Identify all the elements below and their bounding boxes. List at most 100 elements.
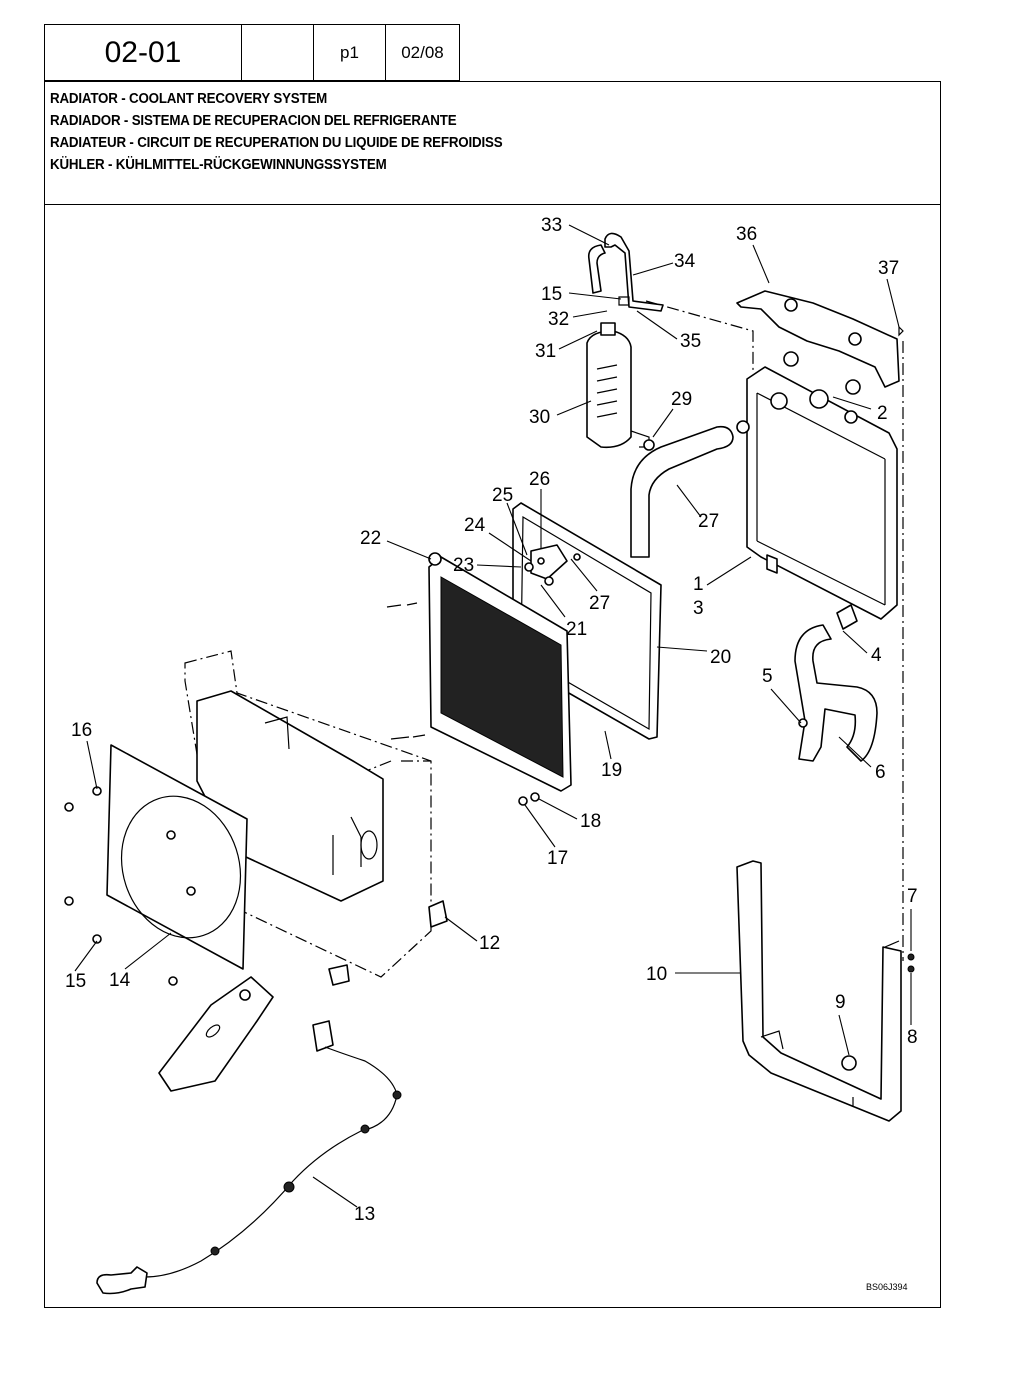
coolant-reservoir	[586, 330, 632, 449]
bolt-21	[544, 576, 554, 586]
callout-33: 33	[541, 215, 562, 236]
lower-bracket-hole-2	[239, 989, 251, 1001]
callout-21: 21	[566, 619, 587, 640]
bolt-27b	[573, 553, 581, 561]
callout-6: 6	[875, 762, 886, 783]
revision-date: 02/08	[401, 42, 444, 62]
shroud-opening	[360, 830, 378, 860]
callout-20: 20	[710, 647, 731, 668]
callout-13: 13	[354, 1204, 375, 1225]
fitting-15-upper	[618, 296, 630, 306]
exploded-diagram: 33 36 34 37 15 32 35 31 2 29 30 26 27 25…	[64, 215, 918, 1295]
callout-22: 22	[360, 528, 381, 549]
shroud-detail	[264, 716, 362, 875]
radiator-body	[746, 366, 898, 620]
callout-10: 10	[646, 964, 667, 985]
fitting-mid-tube	[312, 1020, 334, 1052]
callout-29: 29	[671, 389, 692, 410]
title-spanish: RADIADOR - SISTEMA DE RECUPERACION DEL R…	[50, 113, 457, 129]
date-cell: 02/08	[385, 24, 460, 81]
alignment-line-top	[645, 300, 754, 371]
title-french: RADIATEUR - CIRCUIT DE RECUPERATION DU L…	[50, 135, 503, 151]
bolt-left-lower	[390, 734, 426, 740]
radiator-core-lines	[756, 392, 886, 606]
radiator-side-port	[736, 420, 750, 434]
callout-19: 19	[601, 760, 622, 781]
fitting-22	[428, 552, 442, 566]
exploded-diagram-frame: 33 36 34 37 15 32 35 31 2 29 30 26 27 25…	[44, 204, 941, 1308]
radiator-cap	[809, 389, 829, 409]
callout-26: 26	[529, 469, 550, 490]
callout-23: 23	[453, 555, 474, 576]
fitting-upper-tube	[328, 964, 350, 986]
reservoir-slots	[596, 364, 618, 418]
title-box: RADIATOR - COOLANT RECOVERY SYSTEM RADIA…	[44, 81, 941, 205]
callout-12: 12	[479, 933, 500, 954]
fan-ring-opening	[120, 795, 242, 939]
bolt-17	[518, 796, 528, 806]
page-number: p1	[340, 42, 359, 62]
callout-1: 1	[693, 574, 704, 595]
callout-32: 32	[548, 309, 569, 330]
bolt-23	[524, 562, 534, 572]
grommet-9	[841, 1055, 857, 1071]
grommet-36d	[845, 379, 861, 395]
grommet-36c	[783, 351, 799, 367]
callout-5: 5	[762, 666, 773, 687]
callout-30: 30	[529, 407, 550, 428]
hose-clamp-5	[798, 718, 808, 728]
callout-3: 3	[693, 598, 704, 619]
grommet-36a	[784, 298, 798, 312]
filler-neck-2	[844, 410, 858, 424]
radiator-inlet	[770, 392, 788, 410]
tube-clip-1	[392, 1090, 402, 1100]
callout-37: 37	[878, 258, 899, 279]
bolt-29	[643, 439, 655, 451]
tube-clip-3	[283, 1181, 295, 1193]
overflow-tube	[587, 244, 606, 294]
callout-7: 7	[907, 886, 918, 907]
support-bracket-left	[736, 860, 902, 1122]
callout-27-upper: 27	[698, 511, 719, 532]
tube-clip-2	[360, 1124, 370, 1134]
callout-15-top: 15	[541, 284, 562, 305]
callout-35: 35	[680, 331, 701, 352]
callout-36: 36	[736, 224, 757, 245]
title-german: KÜHLER - KÜHLMITTEL-RÜCKGEWINNUNGSSYSTEM	[50, 157, 387, 173]
callout-17: 17	[547, 848, 568, 869]
elbow-fitting-12	[428, 900, 448, 928]
callout-31: 31	[535, 341, 556, 362]
callout-34: 34	[674, 251, 696, 272]
support-bracket-detail	[760, 940, 900, 1107]
lower-bracket-hole	[205, 1024, 221, 1038]
hose-33-34	[604, 232, 664, 312]
callout-14: 14	[109, 970, 131, 991]
callout-9: 9	[835, 992, 846, 1013]
callout-8: 8	[907, 1027, 918, 1048]
screw-37	[898, 325, 904, 337]
callout-24: 24	[464, 515, 486, 536]
tube-end-fitting	[96, 1266, 148, 1295]
callout-labels: 33 36 34 37 15 32 35 31 2 29 30 26 27 25…	[65, 215, 918, 1225]
callout-2: 2	[877, 403, 888, 424]
callout-25: 25	[492, 485, 513, 506]
tube-13	[144, 1046, 398, 1278]
bolt-24	[537, 557, 545, 565]
callout-4: 4	[871, 645, 882, 666]
page-cell: p1	[313, 24, 386, 81]
callout-15-bottom: 15	[65, 971, 86, 992]
section-code: 02-01	[104, 35, 182, 69]
section-code-cell: 02-01	[44, 24, 242, 81]
radiator-outlet-3	[836, 604, 858, 630]
top-bracket	[736, 290, 900, 388]
tube-clip-4	[210, 1246, 220, 1256]
callout-27-lower: 27	[589, 593, 610, 614]
blank-cell	[241, 24, 314, 81]
upper-hose	[630, 425, 734, 558]
bolt-left-upper	[386, 602, 418, 608]
radiator-bottom-pipe	[766, 554, 778, 574]
washer-7	[907, 953, 915, 961]
lower-hose	[794, 624, 878, 762]
callout-18: 18	[580, 811, 601, 832]
bolt-18	[530, 792, 540, 802]
